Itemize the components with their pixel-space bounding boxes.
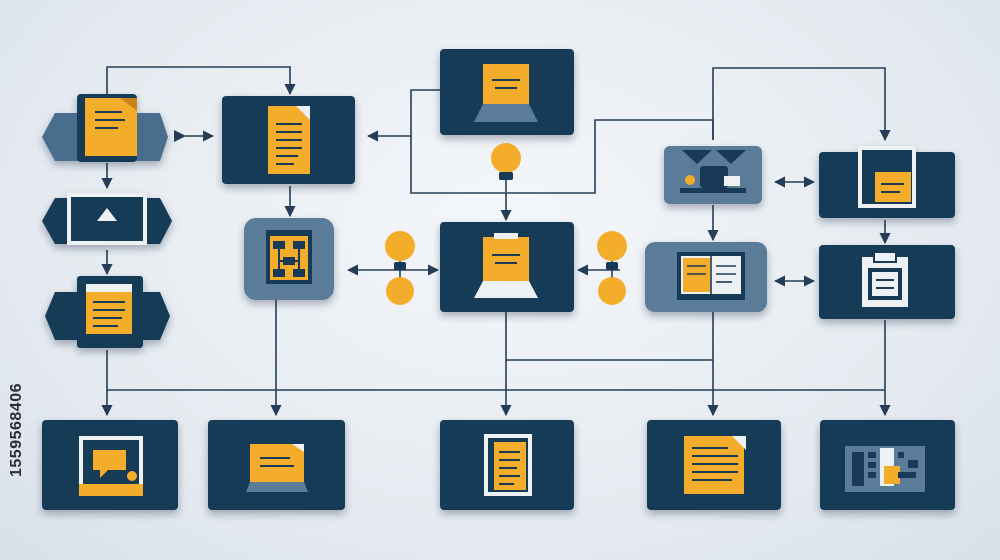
connector-presentation-to-hub — [410, 89, 512, 222]
central-hub-node[interactable] — [440, 222, 574, 312]
desk-icon — [680, 150, 746, 193]
connector-folder-to-document — [106, 66, 296, 96]
side-arrow-icon — [174, 130, 186, 142]
stock-id-text: 1559568406 — [8, 383, 26, 477]
stock-id-watermark: 1559568406 — [2, 300, 32, 560]
report-node[interactable] — [440, 420, 574, 510]
folder-document-icon — [881, 183, 904, 193]
open-book-icon — [687, 256, 736, 294]
text-document-icon — [692, 447, 738, 481]
document-icon — [276, 123, 302, 165]
book-node[interactable] — [645, 242, 767, 312]
presentation-icon — [492, 79, 520, 89]
lightbulb-right-icon — [597, 231, 627, 305]
connector-hub-book-link — [505, 312, 714, 361]
data-sheet-icon — [852, 448, 918, 486]
presentation-top-node[interactable] — [440, 49, 574, 135]
connector-bus-line — [106, 350, 885, 391]
lightbulb-left-icon — [385, 231, 415, 305]
note-document-icon — [93, 301, 125, 327]
note-left-node[interactable] — [45, 276, 170, 348]
org-chart-icon — [273, 241, 305, 277]
lightbulb-top-icon — [491, 143, 521, 180]
clipboard-icon — [862, 251, 908, 307]
connector-top-to-folder-right — [712, 67, 891, 142]
connectors — [101, 66, 891, 417]
presentation-icon — [492, 233, 520, 264]
laptop-document-icon — [260, 457, 294, 467]
folder-document-icon — [95, 111, 125, 129]
chat-image-icon — [93, 450, 137, 481]
report-document-icon — [499, 451, 520, 485]
upload-arrow-icon — [97, 208, 117, 221]
folder-right-node[interactable] — [819, 146, 955, 218]
